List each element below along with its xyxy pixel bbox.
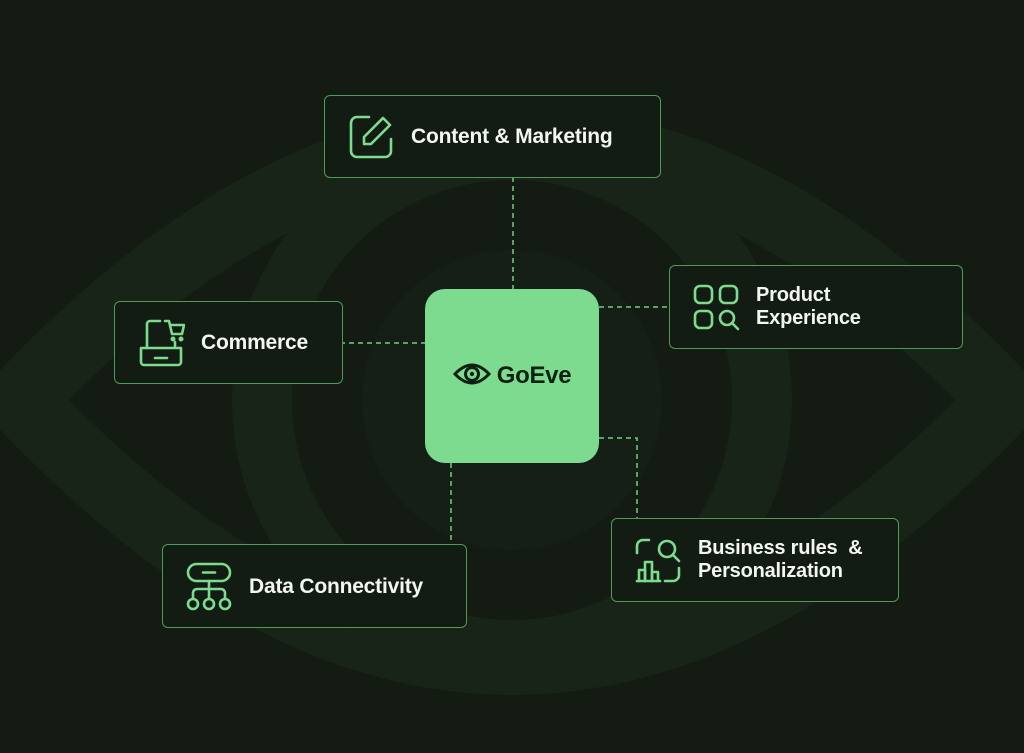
network-icon [185,561,233,611]
brand-name: GoEve [496,362,572,389]
chart-search-icon [634,536,682,584]
node-label-line: Business rules & [698,537,863,559]
grid-search-icon [692,283,740,331]
node-data-connectivity: Data Connectivity [162,544,467,628]
node-product-experience: Product Experience [669,265,963,349]
connector-business-rules [599,437,638,525]
node-label-line: Experience [756,307,861,329]
edit-icon [347,113,395,161]
goeve-hub: GoEve [425,289,599,463]
node-content-marketing: Content & Marketing [324,95,661,178]
node-label: Business rules & Personalization [698,537,863,583]
node-commerce: Commerce [114,301,343,384]
node-label: Data Connectivity [249,574,423,598]
node-label-line: Product [756,284,831,306]
node-label: Content & Marketing [411,125,613,148]
node-label: Commerce [201,331,308,354]
node-business-rules: Business rules & Personalization [611,518,899,602]
eye-logo-icon [452,360,491,393]
laptop-cart-icon [137,318,185,368]
node-label: Product Experience [756,284,861,330]
node-label-line: Personalization [698,560,843,582]
